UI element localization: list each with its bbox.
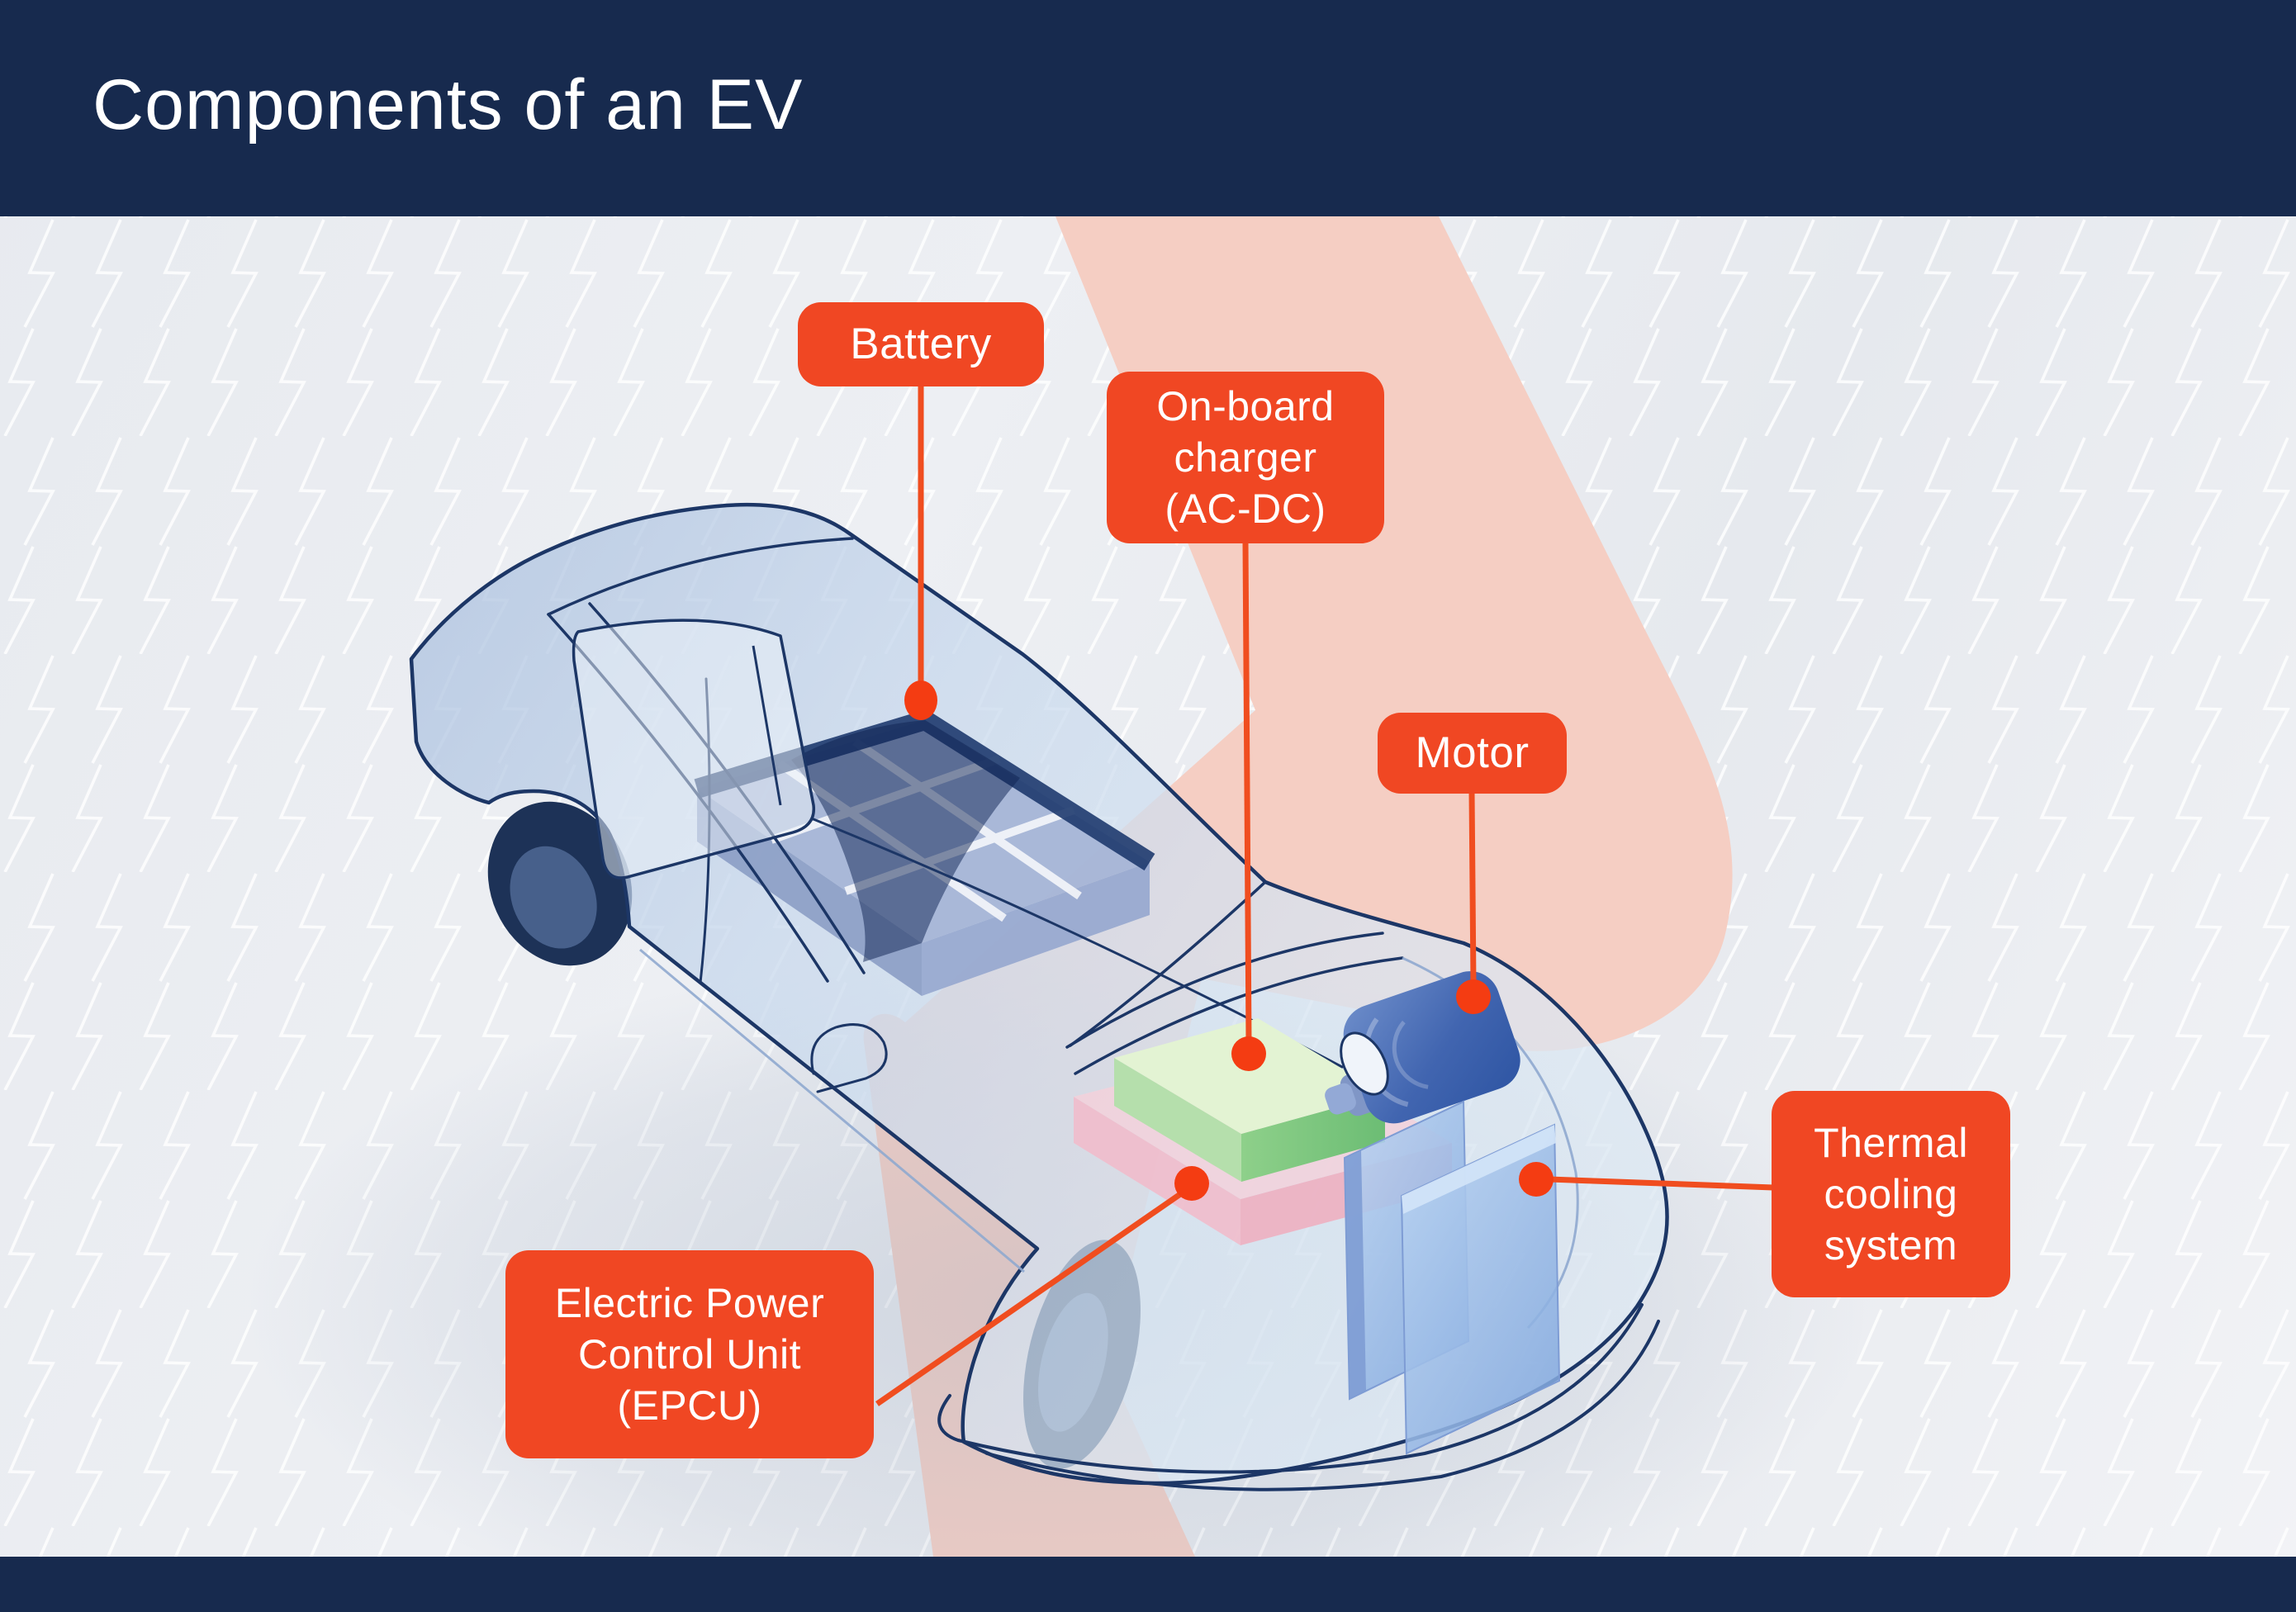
thermal-callout-line xyxy=(1549,1176,1774,1191)
label-epcu: Electric Power Control Unit (EPCU) xyxy=(505,1250,874,1458)
label-motor: Motor xyxy=(1378,713,1567,794)
charger-dot xyxy=(1231,1036,1266,1071)
thermal-dot xyxy=(1519,1162,1554,1197)
footer-bar xyxy=(0,1557,2296,1612)
motor-dot xyxy=(1456,979,1491,1014)
page-title: Components of an EV xyxy=(93,65,804,145)
motor-callout-line xyxy=(1468,791,1477,985)
onboard-charger-unit xyxy=(1114,1018,1385,1182)
window-divider xyxy=(752,645,782,806)
label-thermal-cooling: Thermal cooling system xyxy=(1772,1091,2010,1297)
label-onboard-charger: On-board charger (AC-DC) xyxy=(1107,372,1384,543)
battery-dot xyxy=(904,680,937,720)
wing-mirror xyxy=(1340,1031,1389,1096)
rear-wheel xyxy=(487,801,633,966)
charger-callout-line xyxy=(1242,541,1252,1041)
header-bar: Components of an EV xyxy=(0,0,2296,216)
callout-lines xyxy=(875,385,1774,1406)
cooling-panels xyxy=(1343,1100,1561,1455)
epcu-dot xyxy=(1174,1166,1209,1201)
callout-dots xyxy=(904,680,1554,1201)
epcu-callout-line xyxy=(875,1190,1184,1406)
side-window xyxy=(572,619,816,879)
label-battery: Battery xyxy=(798,302,1044,386)
